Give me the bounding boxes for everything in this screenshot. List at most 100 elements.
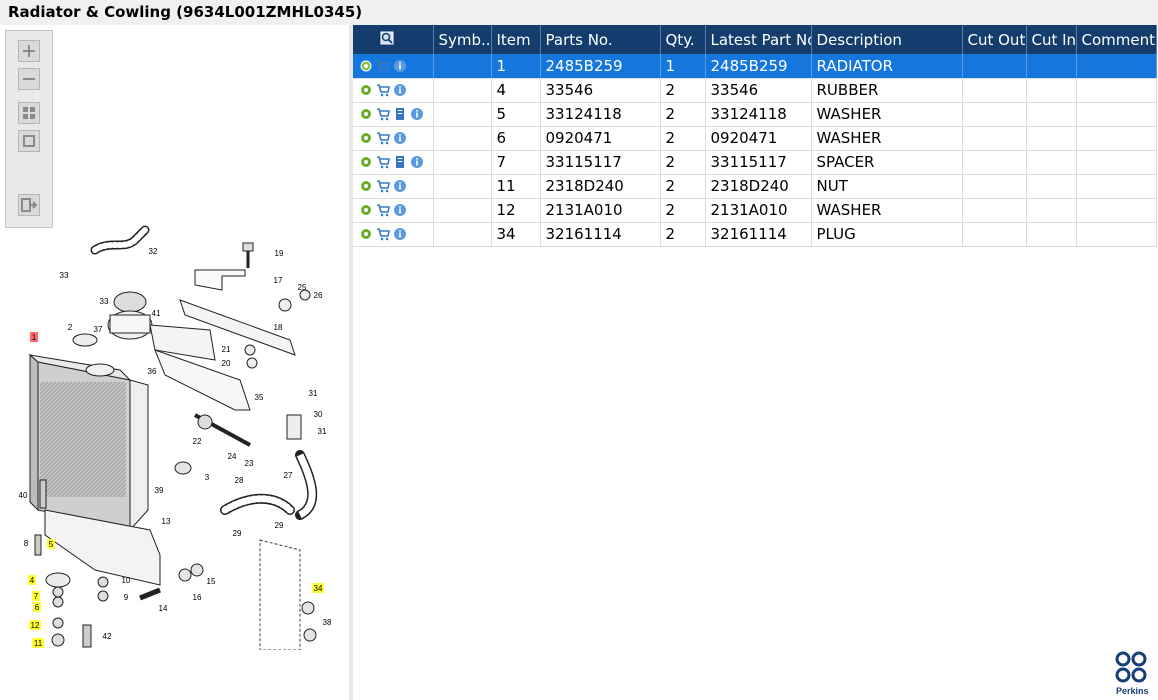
gear-icon[interactable] <box>359 83 373 97</box>
info-icon[interactable] <box>410 155 424 169</box>
gear-icon[interactable] <box>359 227 373 241</box>
gear-icon[interactable] <box>359 179 373 193</box>
gear-icon[interactable] <box>359 203 373 217</box>
parts-no-cell: 33546 <box>540 78 661 103</box>
column-header-symbol[interactable]: Symb... <box>433 25 492 54</box>
column-header-item[interactable]: Item <box>491 25 541 54</box>
callout-1[interactable]: 1 <box>30 332 38 342</box>
row-actions-cell <box>353 222 434 247</box>
column-header-cut-out[interactable]: Cut Out <box>962 25 1027 54</box>
cart-icon[interactable] <box>376 83 390 97</box>
column-header-qty[interactable]: Qty. <box>660 25 706 54</box>
description-cell: RUBBER <box>811 78 963 103</box>
cart-icon[interactable] <box>376 59 390 73</box>
cut-out-cell <box>962 150 1027 175</box>
parts-no-cell: 32161114 <box>540 222 661 247</box>
latest-part-no-cell: 32161114 <box>705 222 812 247</box>
info-icon[interactable] <box>393 203 407 217</box>
parts-no-cell: 2131A010 <box>540 198 661 223</box>
gear-icon[interactable] <box>359 131 373 145</box>
callout-label: 3 <box>205 473 210 482</box>
callout-5[interactable]: 5 <box>47 539 55 549</box>
zoom-toolbox <box>5 30 53 228</box>
callout-label: 40 <box>19 491 28 500</box>
actual-size-icon <box>23 135 35 147</box>
callout-18: 18 <box>274 323 283 332</box>
cart-icon[interactable] <box>376 227 390 241</box>
info-icon[interactable] <box>393 131 407 145</box>
cart-icon[interactable] <box>376 131 390 145</box>
info-icon[interactable] <box>393 179 407 193</box>
info-icon[interactable] <box>393 59 407 73</box>
filter-column-header[interactable] <box>353 25 434 54</box>
callout-20: 20 <box>222 359 231 368</box>
gear-icon[interactable] <box>359 155 373 169</box>
zoom-in-button[interactable] <box>18 40 40 62</box>
parts-no-cell: 2485B259 <box>540 54 661 79</box>
status-icon[interactable] <box>359 59 373 73</box>
column-header-cut-in[interactable]: Cut In <box>1026 25 1077 54</box>
callout-6[interactable]: 6 <box>33 602 41 612</box>
cart-icon[interactable] <box>376 155 390 169</box>
symbol-cell <box>433 222 492 247</box>
qty-cell: 2 <box>660 150 706 175</box>
callout-label: 30 <box>314 410 323 419</box>
callout-label: 33 <box>60 271 69 280</box>
callout-33: 33 <box>60 271 69 280</box>
document-icon[interactable] <box>393 107 407 121</box>
fit-page-button[interactable] <box>18 102 40 124</box>
callout-12[interactable]: 12 <box>29 620 41 630</box>
cart-icon[interactable] <box>376 203 390 217</box>
cart-icon[interactable] <box>376 179 390 193</box>
zoom-out-button[interactable] <box>18 68 40 90</box>
column-header-latest-part-no[interactable]: Latest Part No. <box>705 25 812 54</box>
callout-label: 21 <box>222 345 231 354</box>
parts-no-cell: 0920471 <box>540 126 661 151</box>
export-button[interactable] <box>18 194 40 216</box>
document-icon[interactable] <box>393 155 407 169</box>
callout-label: 6 <box>35 603 40 612</box>
callout-13: 13 <box>162 517 171 526</box>
info-icon[interactable] <box>410 107 424 121</box>
column-header-description[interactable]: Description <box>811 25 963 54</box>
cart-icon[interactable] <box>376 107 390 121</box>
callout-34[interactable]: 34 <box>312 583 324 593</box>
zoom-out-icon <box>23 78 35 80</box>
callout-label: 8 <box>24 539 29 548</box>
column-header-comment[interactable]: Comment <box>1076 25 1157 54</box>
latest-part-no-cell: 2485B259 <box>705 54 812 79</box>
column-header-parts-no[interactable]: Parts No. <box>540 25 661 54</box>
callout-26: 26 <box>314 291 323 300</box>
cut-out-cell <box>962 174 1027 199</box>
callout-11[interactable]: 11 <box>32 638 44 648</box>
comment-cell <box>1076 198 1157 223</box>
perkins-logo-icon <box>1115 651 1147 683</box>
callout-7[interactable]: 7 <box>32 591 40 601</box>
fit-page-icon <box>23 107 35 119</box>
gear-icon[interactable] <box>359 107 373 121</box>
callout-label: 36 <box>148 367 157 376</box>
search-icon[interactable] <box>380 31 394 45</box>
actual-size-button[interactable] <box>18 130 40 152</box>
info-icon[interactable] <box>393 83 407 97</box>
info-icon[interactable] <box>393 227 407 241</box>
callout-label: 9 <box>124 593 129 602</box>
callout-9: 9 <box>124 593 129 602</box>
qty-cell: 2 <box>660 222 706 247</box>
row-actions-cell <box>353 54 434 79</box>
callout-4[interactable]: 4 <box>28 575 36 585</box>
description-cell: PLUG <box>811 222 963 247</box>
pane-splitter[interactable] <box>349 25 353 700</box>
